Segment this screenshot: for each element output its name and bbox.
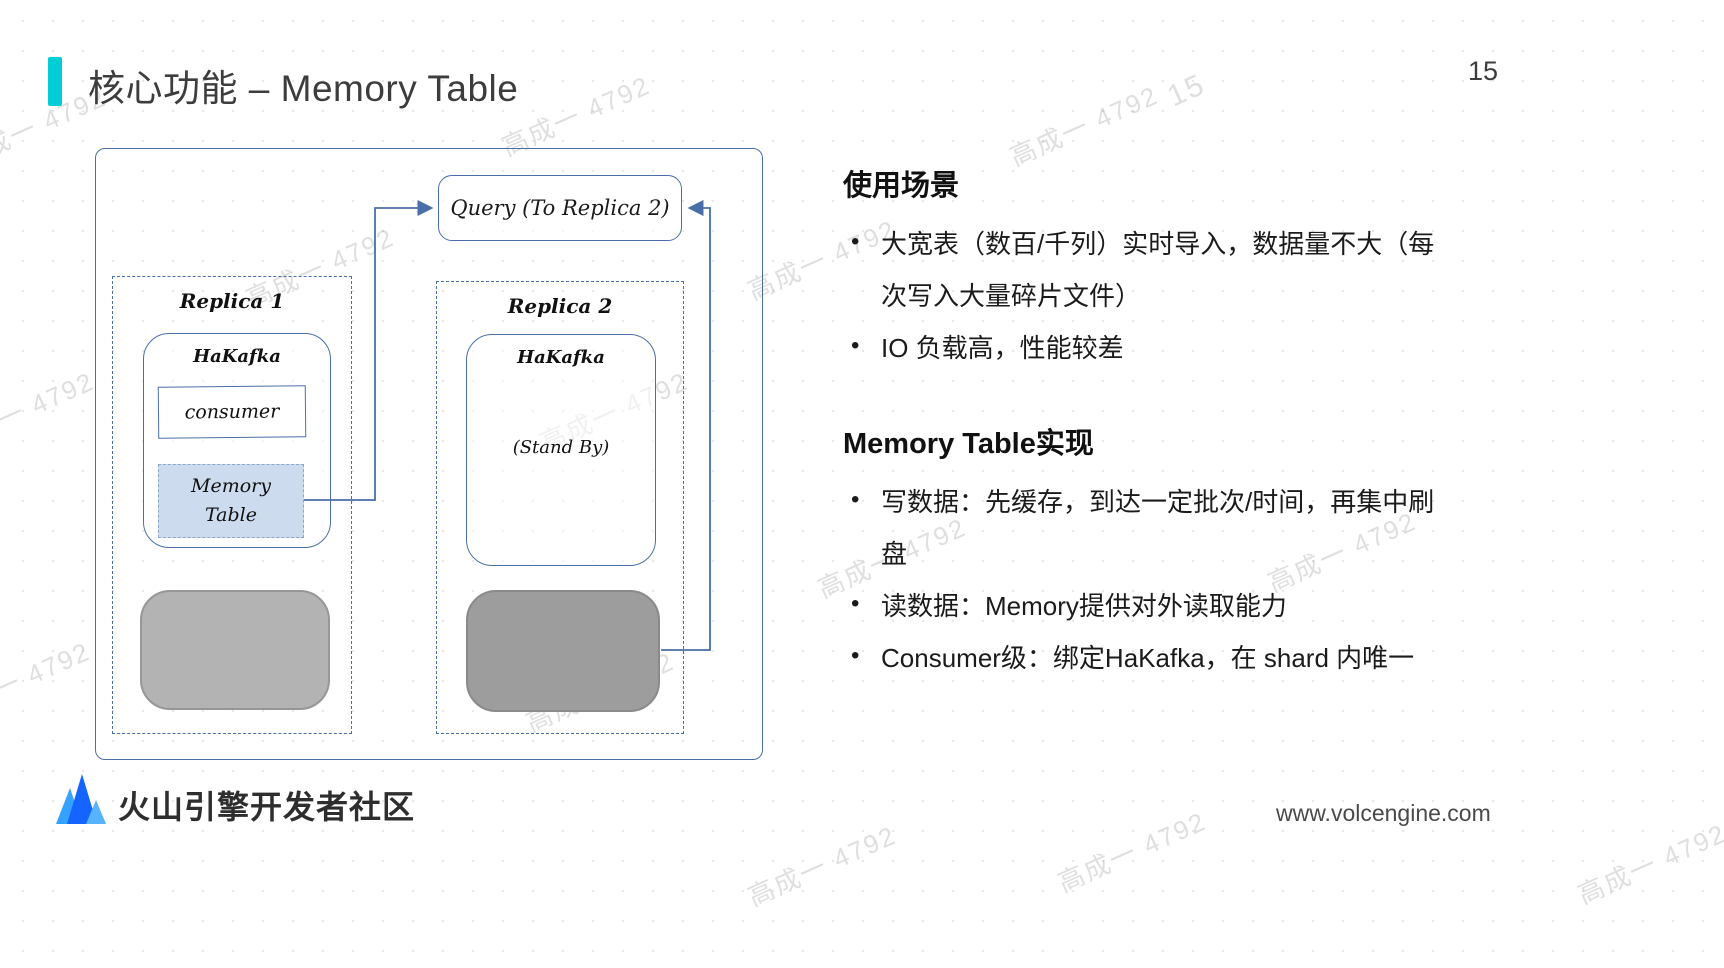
diagram-outer-box [95,148,763,760]
consumer-box: consumer [157,385,307,439]
bullet-item: 写数据：先缓存，到达一定批次/时间，再集中刷盘 [843,476,1443,580]
query-box-label: Query (To Replica 2) [450,196,670,220]
footer-website: www.volcengine.com [1276,800,1491,826]
bullet-item: 读数据：Memory提供对外读取能力 [843,580,1443,632]
memory-table-box: Memory Table [158,464,304,538]
watermark-text: 高成一 4792 [1005,79,1163,172]
title-accent-bar [48,57,62,106]
bullet-item: Consumer级：绑定HaKafka，在 shard 内唯一 [843,632,1443,684]
volcengine-logo-icon [56,774,106,824]
standby-label: (Stand By) [512,437,610,458]
replica2-hakafka-box: HaKafka (Stand By) [466,334,656,566]
replica1-box: Replica 1 [112,276,352,734]
footer-brand-text: 火山引擎开发者社区 [118,789,416,825]
watermark-page-number: 15 [1162,67,1211,114]
content-column: 使用场景 大宽表（数百/千列）实时导入，数据量不大（每次写入大量碎片文件） IO… [843,162,1443,684]
bullet-item: IO 负载高，性能较差 [843,322,1443,374]
replica2-storage-blob [466,590,660,712]
bullet-item: 大宽表（数百/千列）实时导入，数据量不大（每次写入大量碎片文件） [843,218,1443,322]
replica1-label: Replica 1 [179,289,285,313]
watermark-text: 高成一 4792 [1573,817,1724,910]
replica1-storage-blob [140,590,330,710]
section-heading-implementation: Memory Table实现 [843,428,1094,460]
replica2-hakafka-label: HaKafka [517,347,605,368]
replica2-label: Replica 2 [507,294,613,318]
watermark-text: 高成一 4792 [0,365,99,458]
watermark-text: 高成一 4792 [0,635,95,728]
replica1-hakafka-label: HaKafka [193,346,281,367]
usage-bullet-list: 大宽表（数百/千列）实时导入，数据量不大（每次写入大量碎片文件） IO 负载高，… [843,218,1443,374]
page-number: 15 [1468,56,1499,86]
watermark-text: 高成一 4792 [743,819,901,912]
consumer-label: consumer [184,400,280,424]
section-heading-usage: 使用场景 [843,170,960,202]
memory-table-label: Memory Table [191,474,271,526]
query-box: Query (To Replica 2) [438,175,682,241]
page-title: 核心功能 – Memory Table [88,68,519,109]
implementation-bullet-list: 写数据：先缓存，到达一定批次/时间，再集中刷盘 读数据：Memory提供对外读取… [843,476,1443,684]
watermark-text: 高成一 4792 [1053,805,1211,898]
